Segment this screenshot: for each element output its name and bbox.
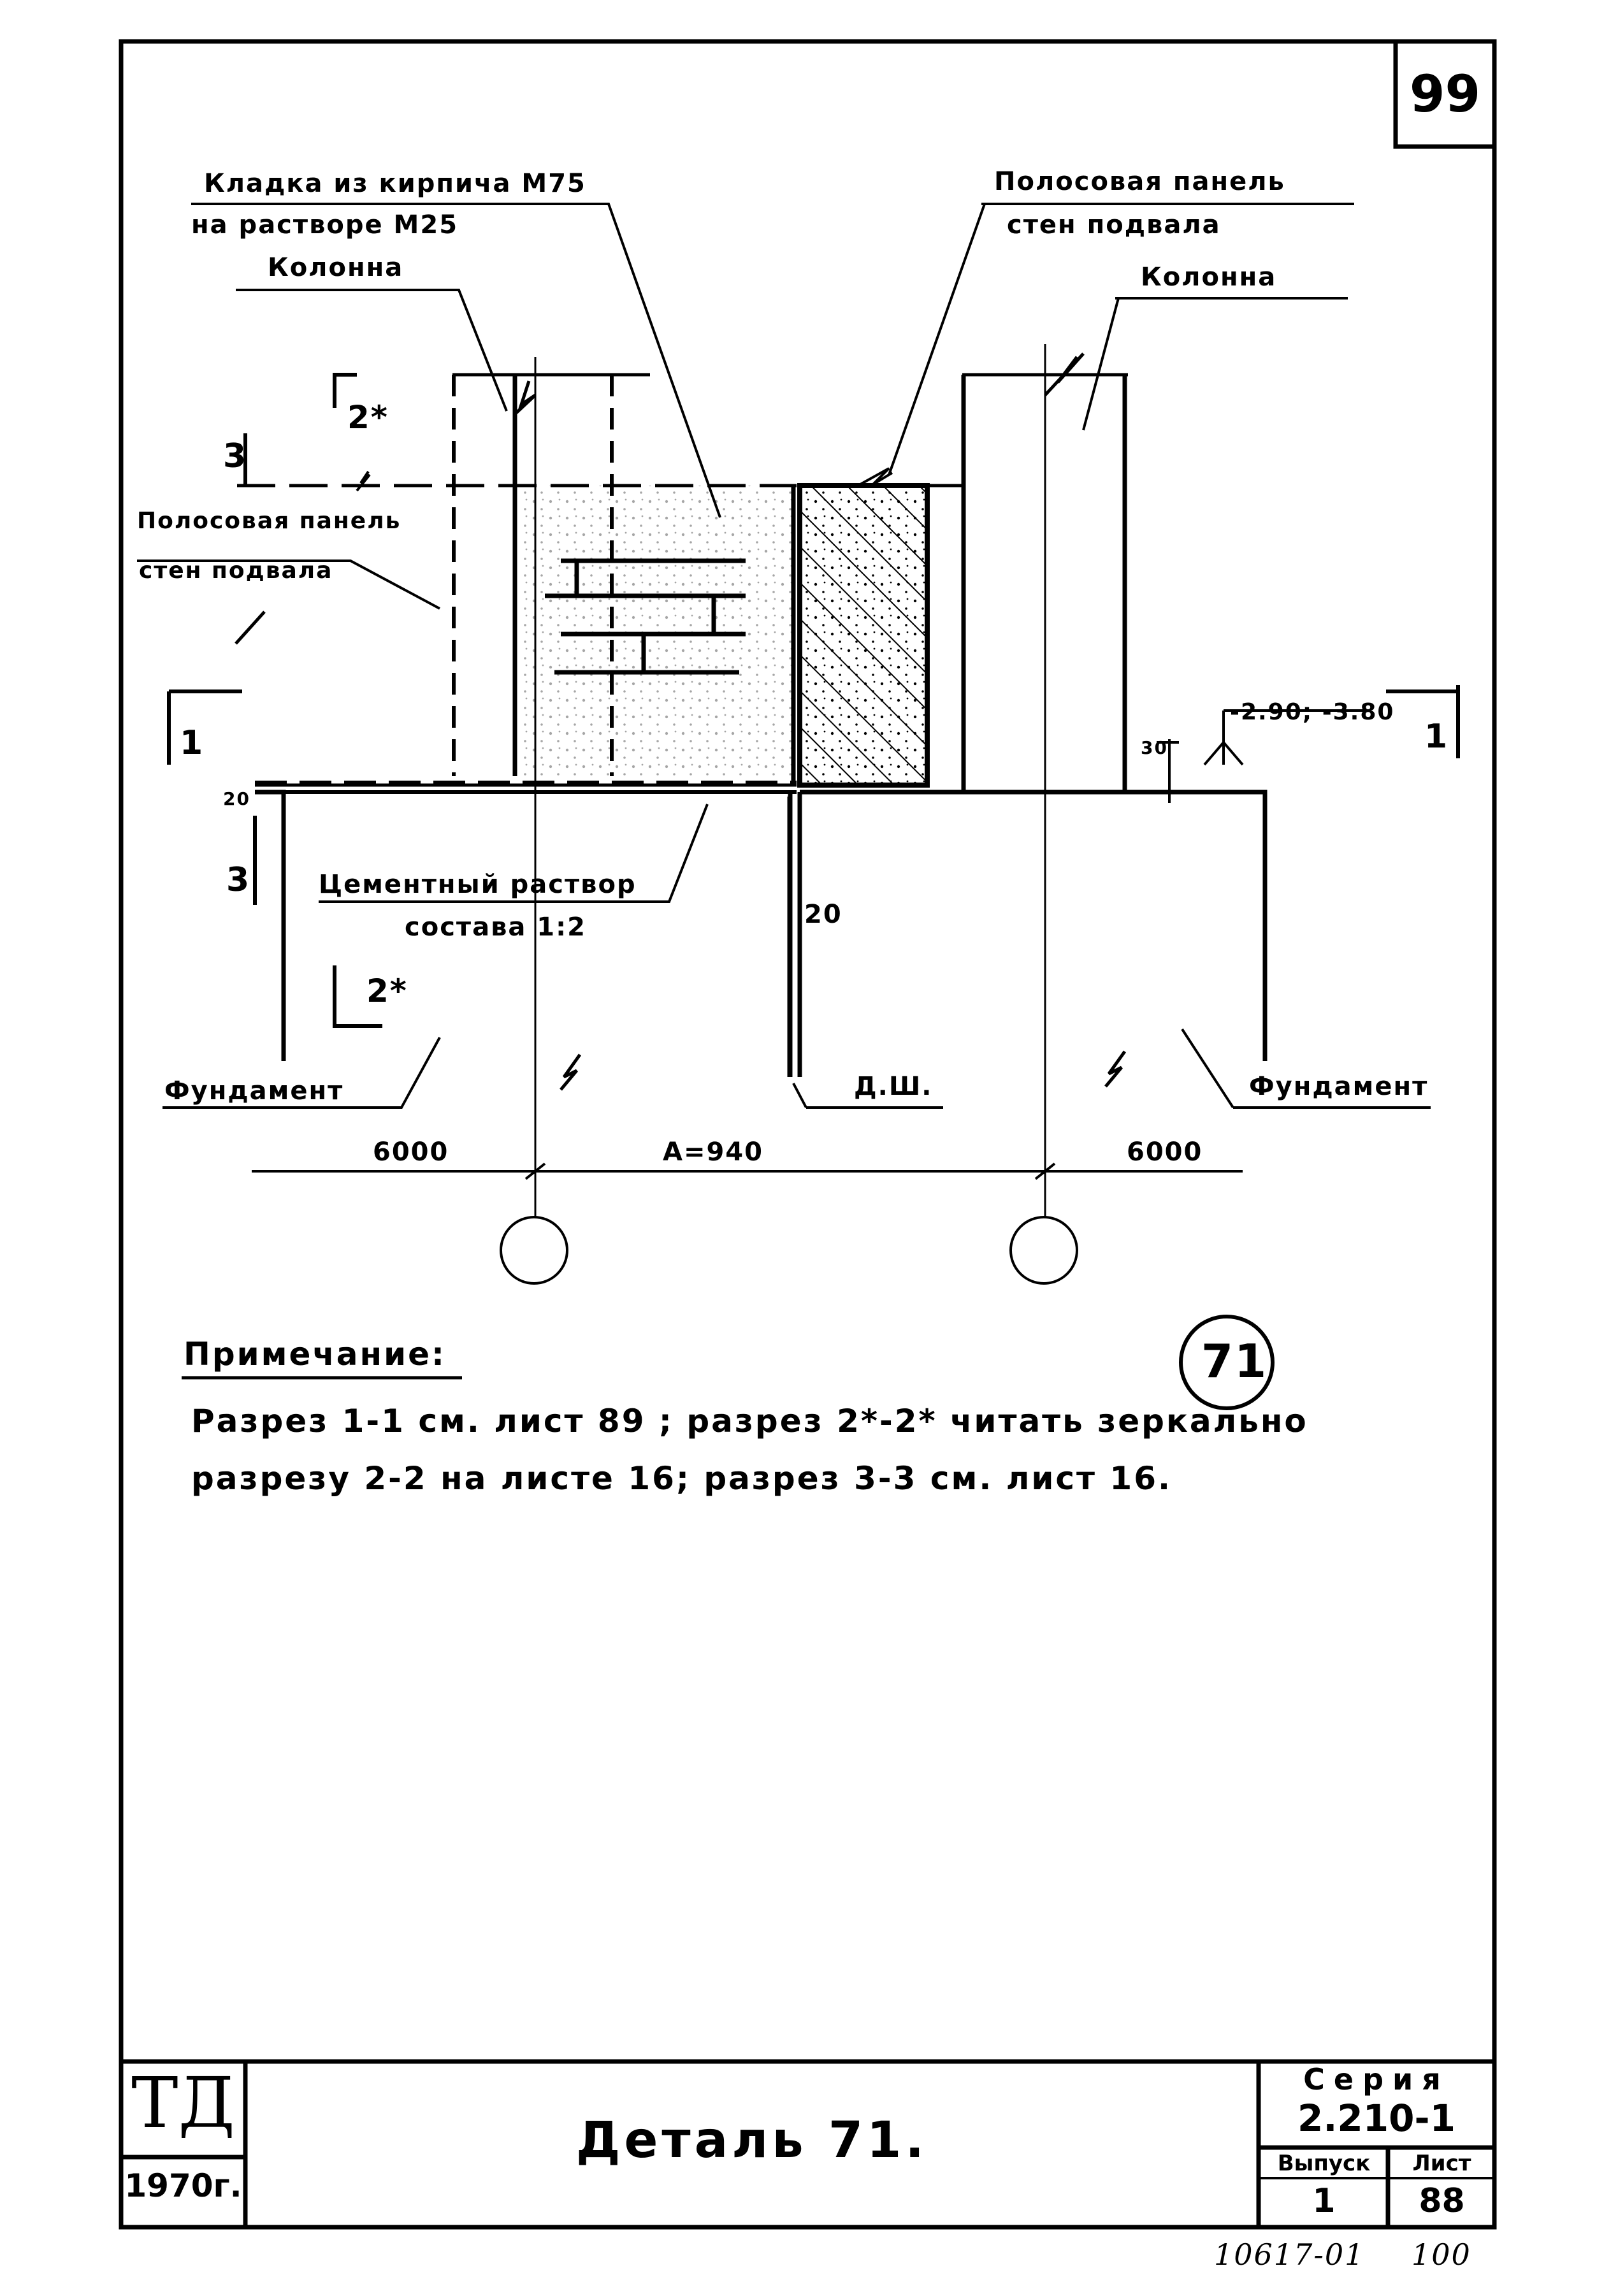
strip-panel-left — [235, 470, 797, 784]
title-block-issue-value: 1 — [1312, 2182, 1336, 2220]
section-label-1-right: 1 — [1424, 718, 1449, 756]
label-strip-panel-left-line1: Полосовая панель — [137, 508, 401, 534]
label-masonry-line1: Кладка из кирпича М75 — [204, 169, 586, 198]
label-column-left: Колонна — [268, 253, 404, 282]
foundation-right — [800, 790, 1268, 1088]
title-block-year: 1970г. — [124, 2167, 242, 2204]
expansion-joint — [787, 792, 802, 1077]
label-expansion-joint: Д.Ш. — [854, 1072, 933, 1101]
column-right — [961, 352, 1128, 790]
note-title: Примечание: — [184, 1336, 447, 1373]
axis-bubble-right — [1009, 1216, 1078, 1285]
label-strip-panel-left-line2: стен подвала — [139, 558, 333, 584]
note-line-2: разрезу 2-2 на листе 16; разрез 3-3 см. … — [191, 1460, 1172, 1497]
section-label-3-top: 3 — [223, 437, 248, 475]
section-label-1-left: 1 — [180, 724, 205, 762]
note-line-1: Разрез 1-1 см. лист 89 ; разрез 2*-2* чи… — [191, 1403, 1308, 1440]
label-dim-mid: А=940 — [663, 1137, 763, 1167]
label-masonry-line2: на растворе М25 — [191, 210, 459, 240]
dimension-line — [252, 1162, 1243, 1180]
detail-mark-circle — [1179, 1315, 1275, 1410]
axis-bubble-left — [500, 1216, 568, 1285]
label-dim-right: 6000 — [1127, 1137, 1203, 1167]
title-block-sheet-value: 88 — [1419, 2182, 1465, 2220]
section-markers — [167, 373, 1460, 1028]
leader-lines — [137, 203, 1431, 1109]
label-dim-left: 6000 — [373, 1137, 449, 1167]
sheet-border — [119, 39, 1497, 2230]
label-column-right: Колонна — [1141, 263, 1277, 292]
brick-masonry — [523, 486, 798, 779]
corner-sheet-number: 99 — [1409, 64, 1481, 124]
title-block — [121, 2059, 1494, 2227]
elevation-mark — [1157, 709, 1370, 803]
corner-number-box — [1393, 39, 1497, 149]
label-mortar-line1: Цементный раствор — [319, 870, 637, 899]
label-strip-panel-top-line1: Полосовая панель — [994, 167, 1285, 196]
detail-mark-number: 71 — [1201, 1334, 1268, 1388]
title-block-org: ТД — [131, 2062, 235, 2144]
label-dim-20-vertical: 20 — [223, 788, 250, 809]
strip-panel-center — [791, 467, 962, 788]
label-mortar-line2: состава 1:2 — [405, 913, 586, 942]
title-block-issue-label: Выпуск — [1277, 2151, 1371, 2176]
section-label-2-top: 2* — [347, 399, 389, 436]
title-block-series-value: 2.210-1 — [1297, 2097, 1455, 2140]
title-block-sheet-label: Лист — [1412, 2151, 1471, 2176]
label-foundation-left: Фундамент — [164, 1076, 344, 1106]
label-strip-panel-top-line2: стен подвала — [1007, 210, 1221, 240]
label-foundation-right: Фундамент — [1249, 1072, 1429, 1101]
title-block-series-label: Серия — [1303, 2062, 1450, 2097]
handwritten-reference: 10617-01 — [1214, 2237, 1365, 2272]
section-label-2-bottom: 2* — [366, 972, 408, 1009]
label-elevation: -2.90; -3.80 — [1230, 699, 1395, 725]
label-dim-20-gap: 20 — [804, 900, 842, 929]
foundation-left — [255, 783, 797, 1091]
label-dim-30: 30 — [1141, 737, 1168, 758]
handwritten-page-number: 100 — [1412, 2237, 1471, 2272]
axis-lines — [500, 344, 1078, 1285]
section-label-3-bottom: 3 — [226, 861, 251, 899]
title-block-title: Деталь 71. — [576, 2112, 928, 2169]
